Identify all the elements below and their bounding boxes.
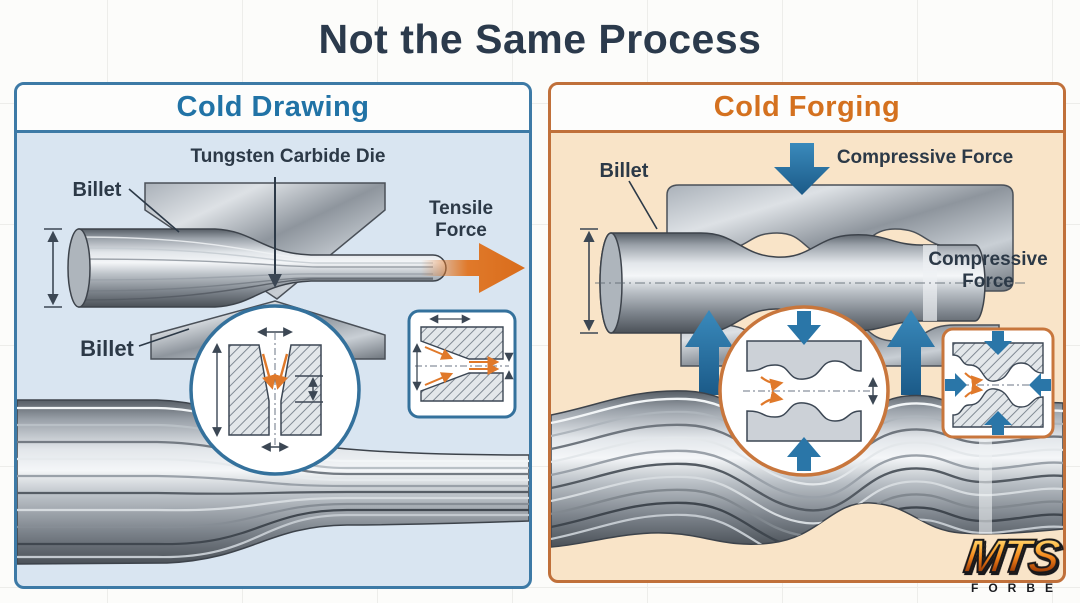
tungsten-carbide-die-label: Tungsten Carbide Die [190,146,386,167]
drawing-billet-label-top: Billet [72,179,122,201]
compressive-force-up-arrow-icon-2 [887,310,935,395]
cold-forging-diagram [551,143,1063,548]
cold-forging-body [551,133,1063,580]
cold-forging-title: Cold Forging [713,91,901,123]
cold-forging-panel: Cold Forging [548,82,1066,583]
cold-drawing-body [17,133,529,586]
forging-billet-shape [595,232,1029,334]
forging-billet-leader [628,180,658,230]
drawing-dimension-arrow [44,228,62,308]
cold-drawing-header: Cold Drawing [17,85,529,133]
brand-logo-wordmark: FORBE [971,581,1063,595]
brand-logo-mark: MTS [961,528,1064,583]
drawing-billet-shape [67,228,447,308]
forging-section-inset-square [941,327,1055,439]
drawing-die-cross-section-inset [189,304,361,476]
brand-logo: MTS FORBE [952,528,1072,595]
forging-billet-label: Billet [599,160,649,182]
drawing-billet-label-bottom: Billet [80,336,134,361]
cold-forging-header: Cold Forging [551,85,1063,133]
compressive-force-down-arrow-icon [774,143,830,195]
compressive-force-label-top: Compressive Force [836,147,1014,168]
compressive-force-up-arrow-icon [685,310,733,395]
tensile-force-arrow-icon [421,243,525,293]
cold-drawing-panel: Cold Drawing [14,82,532,589]
cold-drawing-title: Cold Drawing [176,91,370,123]
drawing-die-side-section-inset [407,309,517,419]
page-title: Not the Same Process [318,16,762,62]
forging-dimension-arrow [580,228,598,334]
compressive-force-label-side: Compressive Force [928,249,1048,292]
forging-section-inset-circle [718,305,890,477]
drawn-wire-illustration [17,399,529,565]
cold-drawing-diagram [17,177,529,565]
tensile-force-label: Tensile Force [428,198,494,241]
